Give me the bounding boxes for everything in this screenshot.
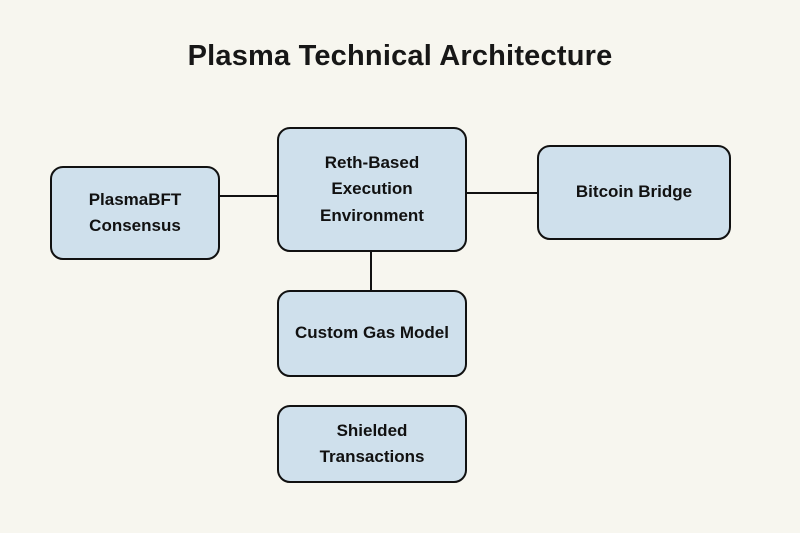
node-shielded-transactions: Shielded Transactions — [277, 405, 467, 483]
node-shielded-transactions-label: Shielded Transactions — [319, 420, 425, 466]
node-custom-gas-model-label: Custom Gas Model — [295, 323, 449, 343]
node-plasmabft-consensus: PlasmaBFT Consensus — [50, 166, 220, 260]
connector-reth-to-bitcoin-bridge — [467, 192, 537, 194]
connector-reth-to-custom-gas — [370, 252, 372, 290]
diagram-title: Plasma Technical Architecture — [187, 40, 613, 72]
node-bitcoin-bridge: Bitcoin Bridge — [537, 145, 731, 240]
node-reth-execution-environment: Reth-Based Execution Environment — [277, 127, 467, 252]
connector-plasmabft-to-reth — [220, 195, 277, 197]
node-custom-gas-model: Custom Gas Model — [277, 290, 467, 377]
node-reth-execution-environment-label: Reth-Based Execution Environment — [320, 152, 424, 225]
node-bitcoin-bridge-label: Bitcoin Bridge — [575, 182, 693, 202]
node-plasmabft-consensus-label: PlasmaBFT Consensus — [88, 189, 182, 235]
